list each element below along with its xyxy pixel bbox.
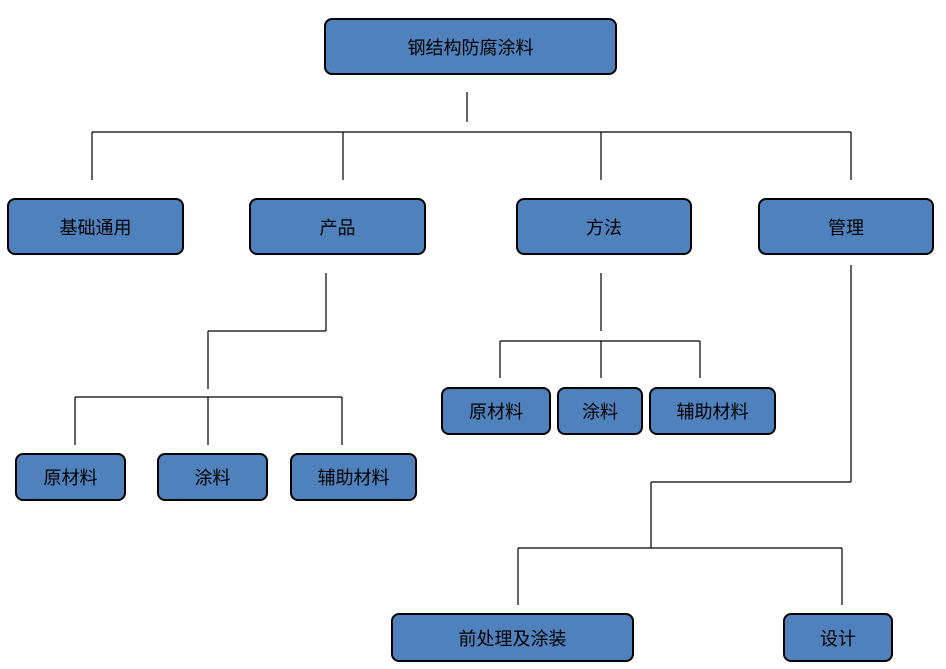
category-basic-node: 基础通用 [7,198,184,255]
management-pretreatment-node: 前处理及涂装 [391,613,634,662]
root-node: 钢结构防腐涂料 [324,18,617,75]
method-coating-node: 涂料 [557,387,643,435]
category-method-node: 方法 [516,198,692,255]
product-coating-node: 涂料 [157,453,268,501]
method-raw-material-node: 原材料 [441,387,551,435]
product-raw-material-node: 原材料 [15,453,126,501]
product-auxiliary-material-node: 辅助材料 [290,453,417,501]
category-product-node: 产品 [249,198,426,255]
category-management-node: 管理 [758,198,934,255]
method-auxiliary-material-node: 辅助材料 [649,387,776,435]
management-design-node: 设计 [783,613,893,662]
